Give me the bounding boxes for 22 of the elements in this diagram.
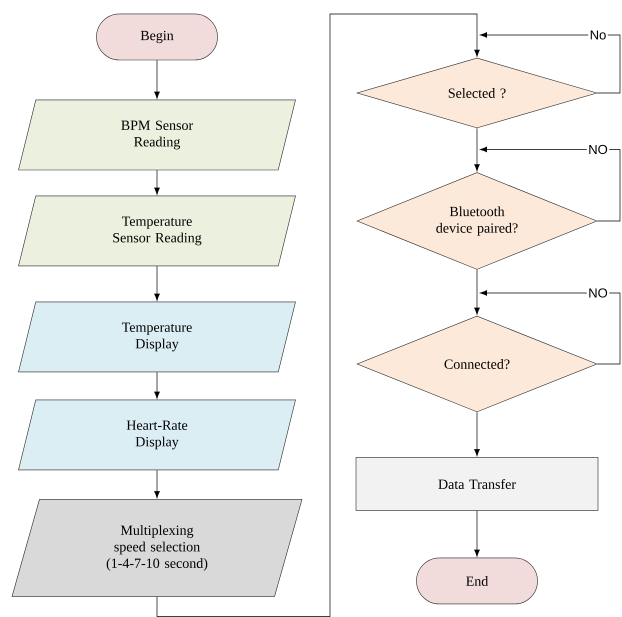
arrow	[474, 128, 480, 172]
edge-label: No	[588, 28, 608, 42]
io-parallelogram: Temperature Display	[18, 302, 296, 372]
arrow	[480, 146, 620, 222]
arrow	[474, 269, 480, 315]
terminal-box: Begin	[96, 14, 218, 60]
io-parallelogram: Temperature Sensor Reading	[18, 196, 296, 266]
arrow	[156, 14, 480, 617]
arrow	[480, 290, 620, 364]
arrow	[154, 60, 160, 99]
terminal-box: End	[416, 558, 538, 604]
io-parallelogram: Heart-Rate Display	[18, 400, 296, 470]
arrow	[154, 266, 160, 301]
arrow	[474, 510, 480, 557]
arrow	[154, 170, 160, 195]
arrow	[480, 32, 620, 94]
arrow	[474, 412, 480, 456]
io-parallelogram: Multiplexing speed selection (1-4-7-10 second)	[12, 499, 302, 597]
process-box: Data Transfer	[356, 457, 598, 511]
arrow	[154, 372, 160, 399]
arrow	[154, 470, 160, 498]
io-parallelogram: BPM Sensor Reading	[18, 100, 296, 170]
